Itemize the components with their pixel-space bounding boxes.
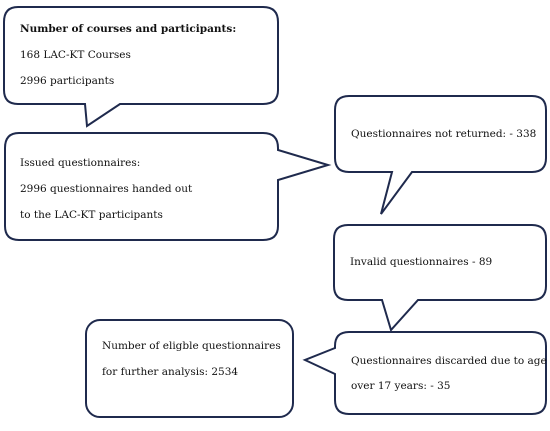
discarded-line-2: over 17 years: - 35 bbox=[351, 380, 451, 392]
callout-courses bbox=[3, 6, 279, 128]
not-returned-text: Questionnaires not returned: - 338 bbox=[351, 128, 537, 140]
callout-eligible bbox=[85, 319, 294, 418]
invalid-text: Invalid questionnaires - 89 bbox=[350, 256, 493, 268]
participants-count: 2996 participants bbox=[20, 75, 115, 87]
callout-issued bbox=[4, 132, 332, 241]
issued-title: Issued questionnaires: bbox=[20, 157, 141, 169]
courses-count: 168 LAC-KT Courses bbox=[20, 49, 131, 61]
issued-count: 2996 questionnaires handed out bbox=[20, 183, 193, 195]
eligible-line-1: Number of eligble questionnaires bbox=[102, 340, 281, 352]
callout-invalid bbox=[333, 224, 547, 332]
callout-not-returned bbox=[334, 95, 547, 215]
discarded-line-1: Questionnaires discarded due to age bbox=[351, 355, 547, 367]
callout-discarded bbox=[302, 331, 547, 415]
eligible-line-2: for further analysis: 2534 bbox=[102, 366, 239, 378]
issued-recipients: to the LAC-KT participants bbox=[20, 209, 163, 221]
courses-title: Number of courses and participants: bbox=[20, 23, 237, 35]
